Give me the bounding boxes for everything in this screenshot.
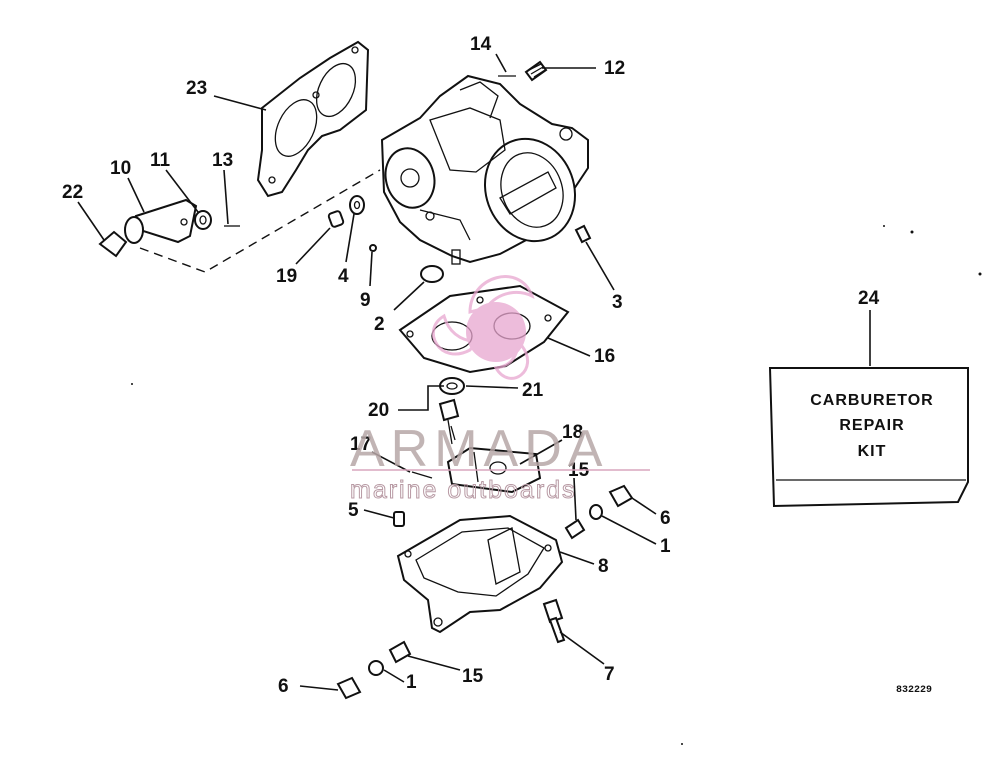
part-bolt-7	[542, 598, 566, 644]
leader-lines	[77, 53, 871, 691]
part-plug-6-upper	[608, 484, 634, 508]
part-jet-15-lower	[388, 640, 412, 664]
callout-6-upper: 6	[660, 508, 671, 529]
kit-label-line2: REPAIR	[839, 417, 904, 434]
callout-labels: 23 10 11 13 22 19 4 9 2 3 14 12 16 21 20…	[62, 34, 880, 697]
callout-18: 18	[562, 422, 583, 443]
part-washer-4	[349, 195, 365, 215]
part-plug-6-lower	[336, 676, 362, 700]
callout-7: 7	[604, 664, 615, 685]
watermark-subtitle: marine outboards	[350, 476, 577, 504]
propeller-logo	[431, 275, 535, 380]
watermark-title: ARMADA	[350, 420, 608, 478]
callout-2: 2	[374, 314, 385, 335]
callout-15-lower: 15	[462, 666, 484, 687]
callout-6-lower: 6	[278, 676, 289, 697]
callout-12: 12	[604, 58, 625, 79]
callout-22: 22	[62, 182, 83, 203]
scan-specks	[131, 225, 982, 745]
part-cap-22	[98, 230, 128, 258]
part-screw-5	[393, 511, 405, 527]
part-carburetor-body	[380, 74, 589, 265]
callout-23: 23	[186, 78, 207, 99]
callout-16: 16	[594, 346, 615, 367]
part-needle-valve-20	[438, 398, 460, 445]
assembly-guide-line	[139, 169, 381, 273]
callout-8: 8	[598, 556, 609, 577]
logo-blade-left	[431, 313, 479, 356]
part-washer-11	[194, 210, 212, 230]
part-washer-1-lower	[368, 660, 384, 676]
part-screw-3	[574, 224, 592, 244]
callout-11: 11	[150, 150, 171, 171]
kit-label-line1: CARBURETOR	[810, 392, 933, 409]
callout-9: 9	[360, 290, 371, 311]
callout-1-upper: 1	[660, 536, 671, 557]
kit-label-line3: KIT	[858, 443, 887, 460]
repair-kit-box: CARBURETOR REPAIR KIT	[768, 367, 969, 508]
part-gasket-23	[256, 40, 370, 198]
callout-1-lower: 1	[406, 672, 417, 693]
callout-3: 3	[612, 292, 623, 313]
callout-21: 21	[522, 380, 544, 401]
callout-4: 4	[338, 266, 349, 287]
logo-hub	[466, 302, 526, 362]
part-disc-2	[420, 265, 444, 283]
callout-20: 20	[368, 400, 389, 421]
callout-5: 5	[348, 500, 359, 521]
part-ball-9	[369, 244, 377, 252]
part-washer-1-upper	[589, 504, 603, 520]
callout-24: 24	[858, 288, 880, 309]
watermark: ARMADA marine outboards	[350, 275, 650, 505]
callout-19: 19	[276, 266, 297, 287]
part-spring-12	[524, 60, 548, 82]
callout-10: 10	[110, 158, 131, 179]
part-jet-15-upper	[564, 518, 586, 540]
callout-17: 17	[350, 434, 371, 455]
figure-code: 832229	[896, 685, 932, 696]
part-lever-10	[124, 198, 198, 244]
callout-14: 14	[470, 34, 492, 55]
logo-blade-top	[468, 275, 535, 314]
part-float-bowl-8	[396, 514, 564, 634]
callout-13: 13	[212, 150, 233, 171]
logo-blade-right	[493, 344, 530, 380]
part-plug-19	[327, 210, 345, 228]
part-pin-17	[411, 471, 433, 479]
